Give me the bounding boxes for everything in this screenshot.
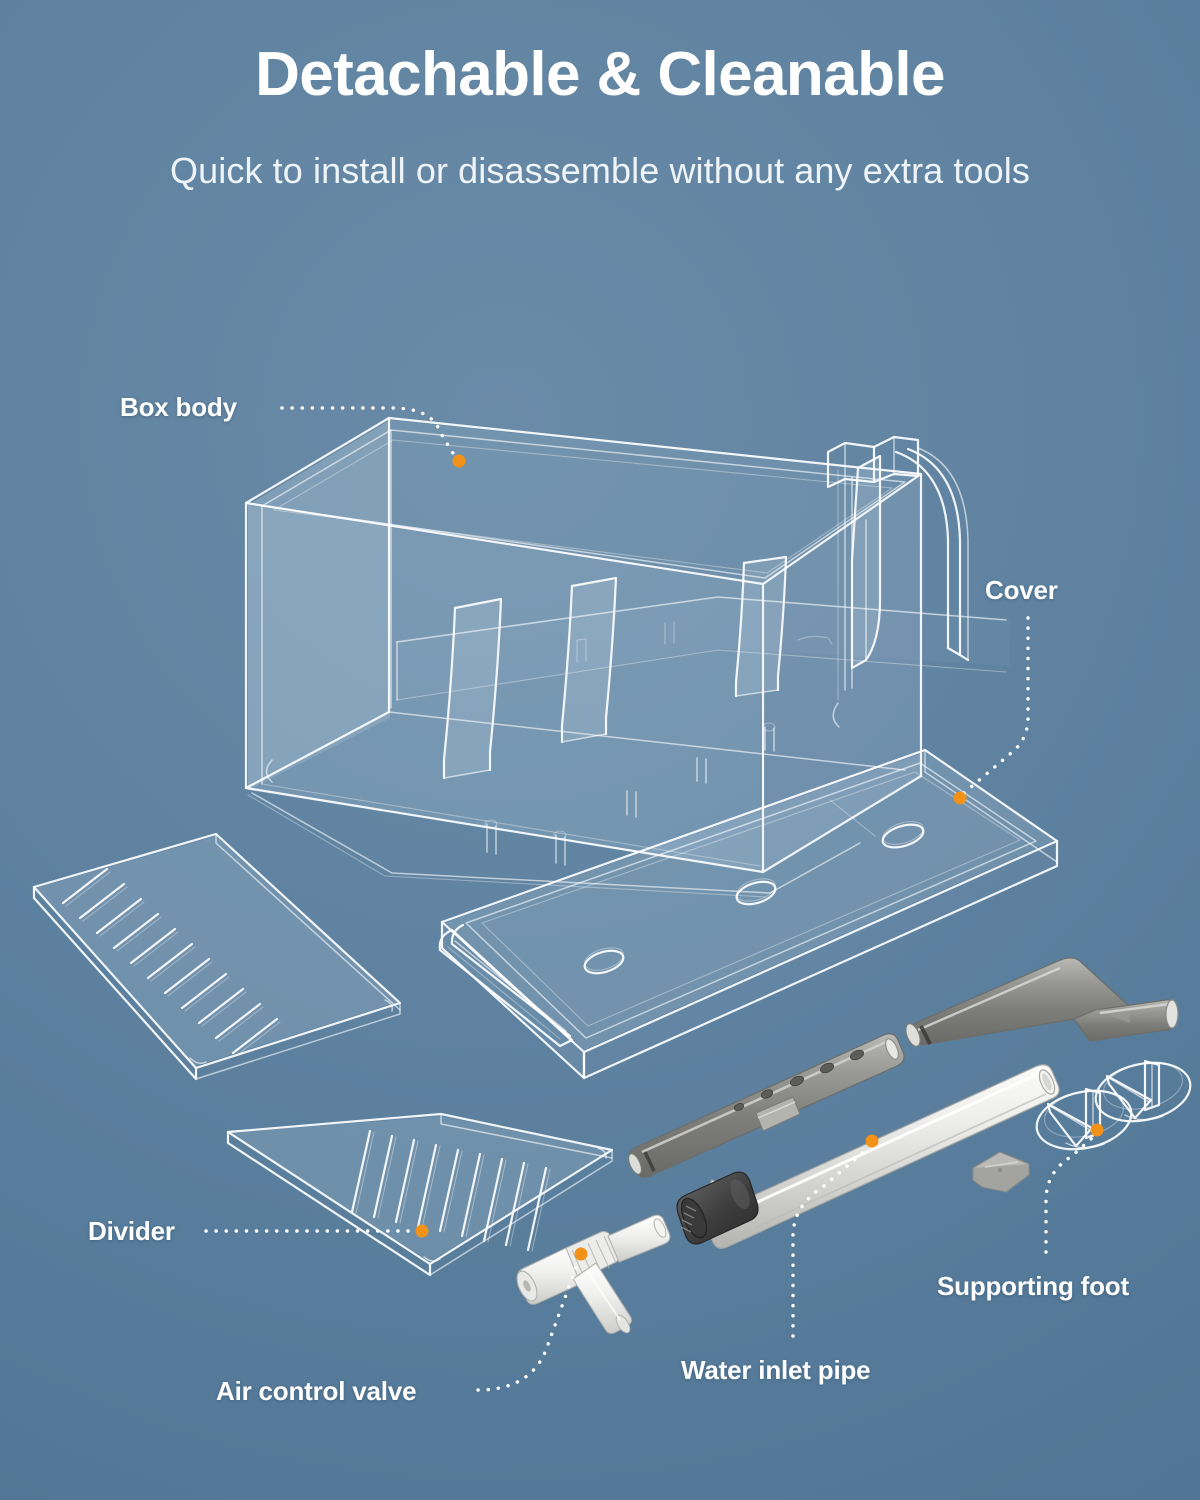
page-subtitle: Quick to install or disassemble without … (170, 150, 1030, 191)
callout-dot-cover (953, 791, 967, 805)
callout-dot-divider (415, 1224, 429, 1238)
divider-slots (350, 1129, 548, 1252)
callout-label-water-inlet-pipe: Water inlet pipe (681, 1355, 871, 1385)
part-water-inlet-pipe (676, 1064, 1060, 1249)
cover-handle-ridge (438, 923, 574, 1048)
part-pipe-clip (972, 1151, 1030, 1193)
callout-label-cover: Cover (985, 575, 1058, 605)
cover-feeding-holes (583, 821, 925, 975)
strainer-cap (676, 1171, 759, 1245)
box-hanging-bracket (826, 435, 970, 701)
part-perforated-pipe (628, 1033, 905, 1178)
page-title: Detachable & Cleanable (255, 40, 945, 109)
callout-dot-inlet-pipe (865, 1134, 879, 1148)
part-box-body (244, 416, 1010, 898)
part-air-control-valve (516, 1214, 671, 1335)
divider-slots (61, 867, 279, 1055)
leader-line-air-valve (476, 1260, 580, 1392)
part-elbow-pipe (905, 957, 1179, 1047)
part-supporting-foot-2 (1094, 1059, 1192, 1123)
callout-label-divider: Divider (88, 1216, 175, 1246)
part-supporting-foot-1 (1035, 1087, 1133, 1151)
callout-dot-air-valve (574, 1247, 588, 1261)
leader-line-cover (962, 616, 1030, 795)
callout-label-box-body: Box body (120, 392, 237, 422)
part-divider-2 (226, 1112, 614, 1277)
callout-leader-lines (204, 406, 1104, 1392)
callout-label-air-control-valve: Air control valve (216, 1376, 417, 1406)
leader-line-box-body (280, 406, 458, 460)
callout-dot-supporting-foot (1090, 1123, 1104, 1137)
callout-label-supporting-foot: Supporting foot (937, 1271, 1129, 1301)
leader-line-inlet-pipe (791, 1146, 870, 1338)
part-divider-1 (32, 832, 402, 1081)
callout-dot-box-body (452, 454, 466, 468)
leader-line-support-foot (1044, 1136, 1094, 1254)
part-cover (438, 748, 1059, 1080)
